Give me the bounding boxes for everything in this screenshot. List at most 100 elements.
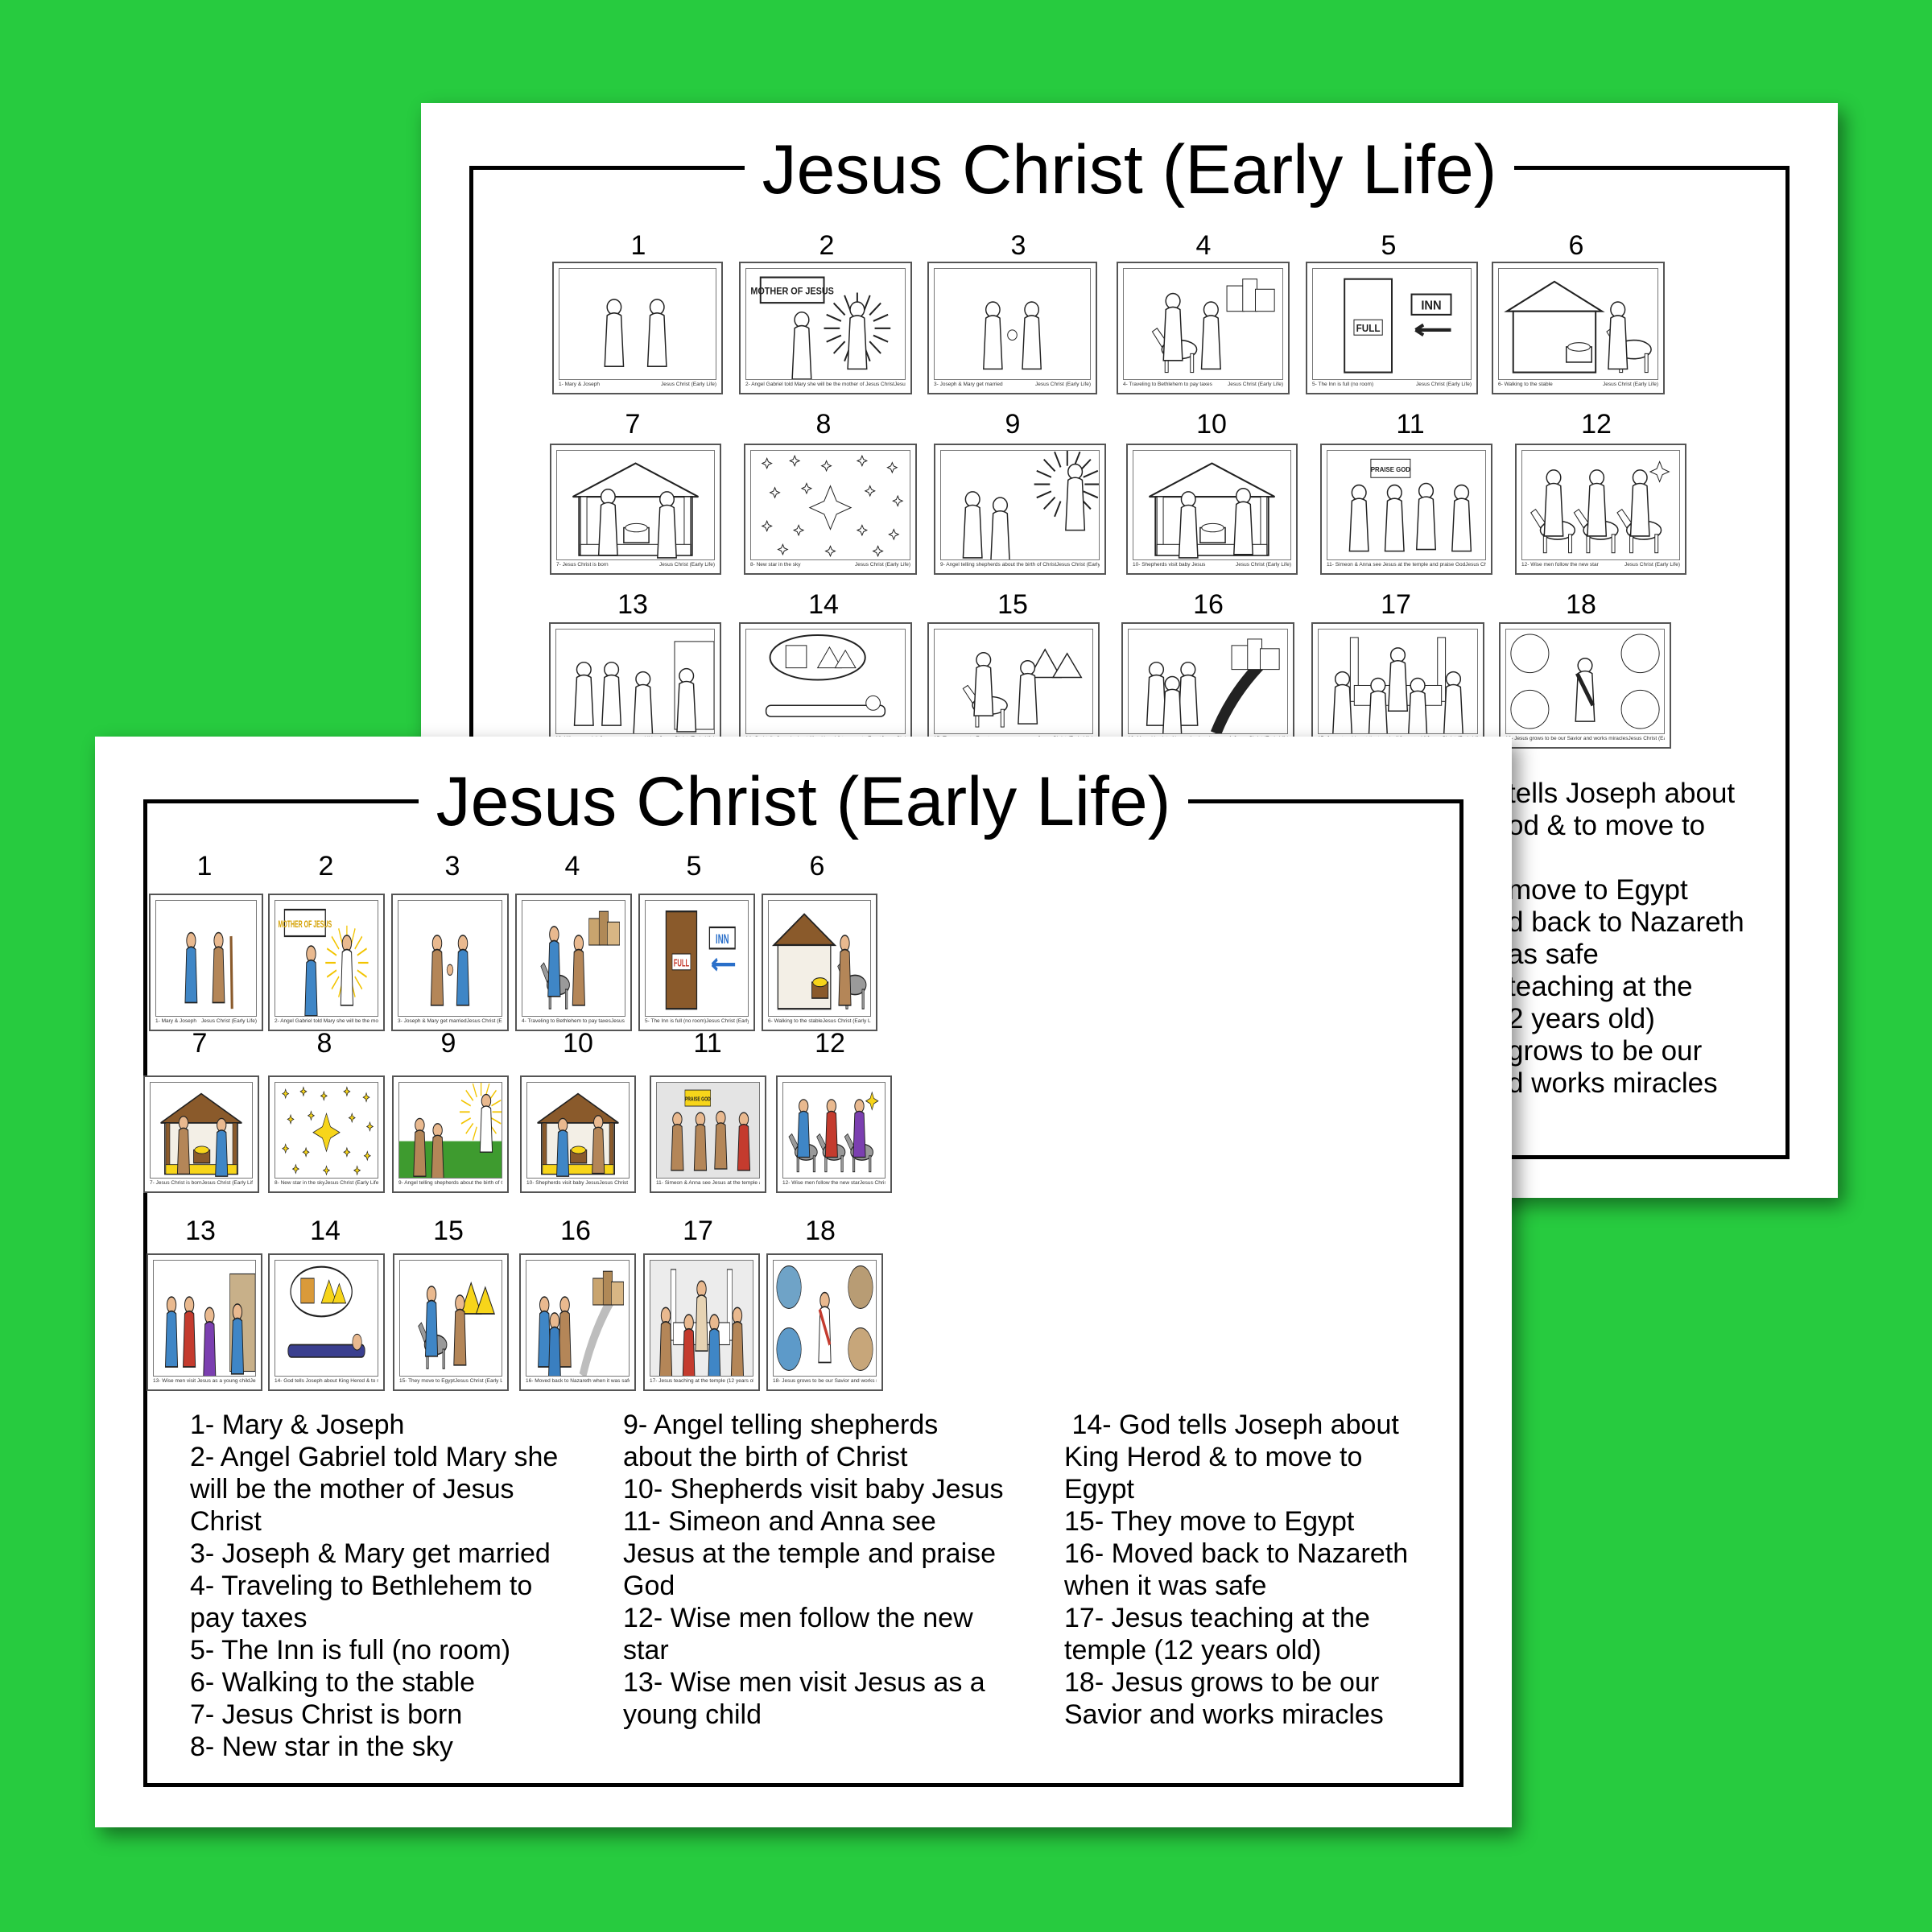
- scene-caption-text: 7- Jesus Christ is born: [150, 1180, 202, 1186]
- scene-caption-tag: Jesus Christ (Early Life): [1416, 382, 1472, 387]
- scene-illustration: PRAISE GOD: [656, 1082, 760, 1179]
- scene-number: 14: [310, 1216, 341, 1246]
- scene-illustration: [526, 1082, 630, 1179]
- scene-caption-tag: Jesus Christ (Early Life): [855, 562, 910, 568]
- list-column-1: 1- Mary & Joseph 2- Angel Gabriel told M…: [190, 1409, 558, 1763]
- list-line: 15- They move to Egypt: [1064, 1506, 1355, 1537]
- scene-card: 18- Jesus grows to be our Savior and wor…: [1499, 622, 1671, 749]
- list-line: star: [623, 1635, 669, 1666]
- scene-caption-text: 5- The Inn is full (no room): [1312, 382, 1374, 387]
- svg-text:MOTHER OF JESUS: MOTHER OF JESUS: [279, 919, 332, 930]
- front-title: Jesus Christ (Early Life): [95, 763, 1512, 840]
- front-sheet: Jesus Christ (Early Life) 1 1- Mary & Jo…: [95, 737, 1512, 1827]
- scene-number: 6: [809, 851, 825, 881]
- list-line: 6- Walking to the stable: [190, 1667, 476, 1698]
- scene-number: 18: [1566, 589, 1596, 620]
- scene-caption-tag: Jesus Christ (Early Life): [1228, 382, 1283, 387]
- scene-illustration: [934, 268, 1091, 380]
- scene-illustration: [650, 1260, 753, 1377]
- scene-illustration: [150, 1082, 253, 1179]
- scene-caption: 2- Angel Gabriel told Mary she will be t…: [745, 382, 906, 391]
- list-column-3: 14- God tells Joseph about King Herod & …: [1064, 1409, 1408, 1731]
- list-line: 17- Jesus teaching at the: [1064, 1603, 1370, 1633]
- back-list-line: d works miracles: [1508, 1067, 1718, 1099]
- scene-caption-tag: Jesus Christ (Early Life): [1236, 562, 1291, 568]
- back-list-line: teaching at the: [1508, 971, 1693, 1002]
- back-list-line: 2 years old): [1508, 1003, 1655, 1034]
- scene-caption-text: 2- Angel Gabriel told Mary she will be t…: [745, 382, 894, 387]
- scene-number: 8: [815, 409, 832, 440]
- scene-card: 9- Angel telling shepherds about the bir…: [392, 1075, 509, 1193]
- scene-number: 3: [1010, 230, 1026, 261]
- scene-illustration: MOTHER OF JESUS: [745, 268, 906, 380]
- scene-caption-tag: Jesus Christ (Early Life): [1056, 562, 1100, 568]
- scene-card: 14- God tells Joseph about King Herod & …: [268, 1253, 385, 1391]
- scene-illustration: [745, 629, 906, 734]
- list-line: 18- Jesus grows to be our: [1064, 1667, 1380, 1698]
- scene-caption-tag: Jesus Christ (Early Life): [599, 1180, 630, 1186]
- list-line: when it was safe: [1064, 1571, 1267, 1601]
- back-list-line: [1508, 842, 1744, 874]
- scene-card: 17- Jesus teaching at the temple (12 yea…: [1311, 622, 1484, 749]
- scene-number: 17: [1381, 589, 1411, 620]
- scene-number: 8: [316, 1028, 332, 1059]
- scene-card: 13- Wise men visit Jesus as a young chil…: [549, 622, 721, 749]
- scene-caption-text: 10- Shepherds visit baby Jesus: [1133, 562, 1206, 568]
- back-list-line: as safe: [1508, 939, 1599, 970]
- scene-number: 2: [318, 851, 334, 881]
- scene-caption-tag: Jesus Christ (Early Life): [1035, 382, 1091, 387]
- list-column-2: 9- Angel telling shepherds about the bir…: [623, 1409, 1003, 1731]
- scene-number: 2: [819, 230, 835, 261]
- scene-caption-text: 3- Joseph & Mary get married: [398, 1018, 467, 1024]
- scene-card: 17- Jesus teaching at the temple (12 yea…: [643, 1253, 760, 1391]
- scene-caption-text: 1- Mary & Joseph: [559, 382, 600, 387]
- scene-illustration: PRAISE GOD: [1327, 450, 1486, 560]
- scene-illustration: [773, 1260, 877, 1377]
- scene-number: 13: [185, 1216, 216, 1246]
- scene-illustration: [153, 1260, 256, 1377]
- list-line: Jesus at the temple and praise: [623, 1538, 997, 1569]
- scene-number: 4: [564, 851, 580, 881]
- svg-text:FULL: FULL: [1356, 323, 1381, 334]
- scene-caption-text: 15- They move to Egypt: [399, 1378, 455, 1384]
- scene-caption: 5- The Inn is full (no room)Jesus Christ…: [645, 1018, 749, 1028]
- scene-number: 1: [630, 230, 646, 261]
- scene-number: 12: [815, 1028, 845, 1059]
- scene-caption-text: 18- Jesus grows to be our Savior and wor…: [1505, 736, 1629, 741]
- scene-number: 11: [693, 1028, 722, 1059]
- scene-illustration: [155, 900, 257, 1017]
- scene-illustration: [555, 629, 715, 734]
- scene-number: 13: [617, 589, 648, 620]
- list-line: temple (12 years old): [1064, 1635, 1322, 1666]
- scene-caption-tag: Jesus Christ (Early Life): [466, 1018, 502, 1024]
- scene-caption-text: 11- Simeon & Anna see Jesus at the templ…: [1327, 562, 1466, 568]
- scene-caption-text: 3- Joseph & Mary get married: [934, 382, 1003, 387]
- scene-number: 9: [1005, 409, 1021, 440]
- list-line: God: [623, 1571, 675, 1601]
- scene-number: 16: [560, 1216, 591, 1246]
- scene-caption-tag: Jesus Christ (Early Life): [1603, 382, 1658, 387]
- scene-illustration: MOTHER OF JESUS: [275, 900, 378, 1017]
- scene-number: 12: [1581, 409, 1612, 440]
- scene-caption: 18- Jesus grows to be our Savior and wor…: [1505, 736, 1665, 745]
- scene-caption-text: 12- Wise men follow the new star: [1521, 562, 1599, 568]
- scene-illustration: [398, 1082, 502, 1179]
- scene-number: 10: [1196, 409, 1227, 440]
- scene-illustration: [398, 900, 502, 1017]
- scene-caption: 10- Shepherds visit baby Jesus Jesus Chri…: [1133, 562, 1291, 572]
- scene-card: 13- Wise men visit Jesus as a young chil…: [147, 1253, 262, 1391]
- scene-number: 7: [192, 1028, 208, 1059]
- list-line: 10- Shepherds visit baby Jesus: [623, 1474, 1004, 1505]
